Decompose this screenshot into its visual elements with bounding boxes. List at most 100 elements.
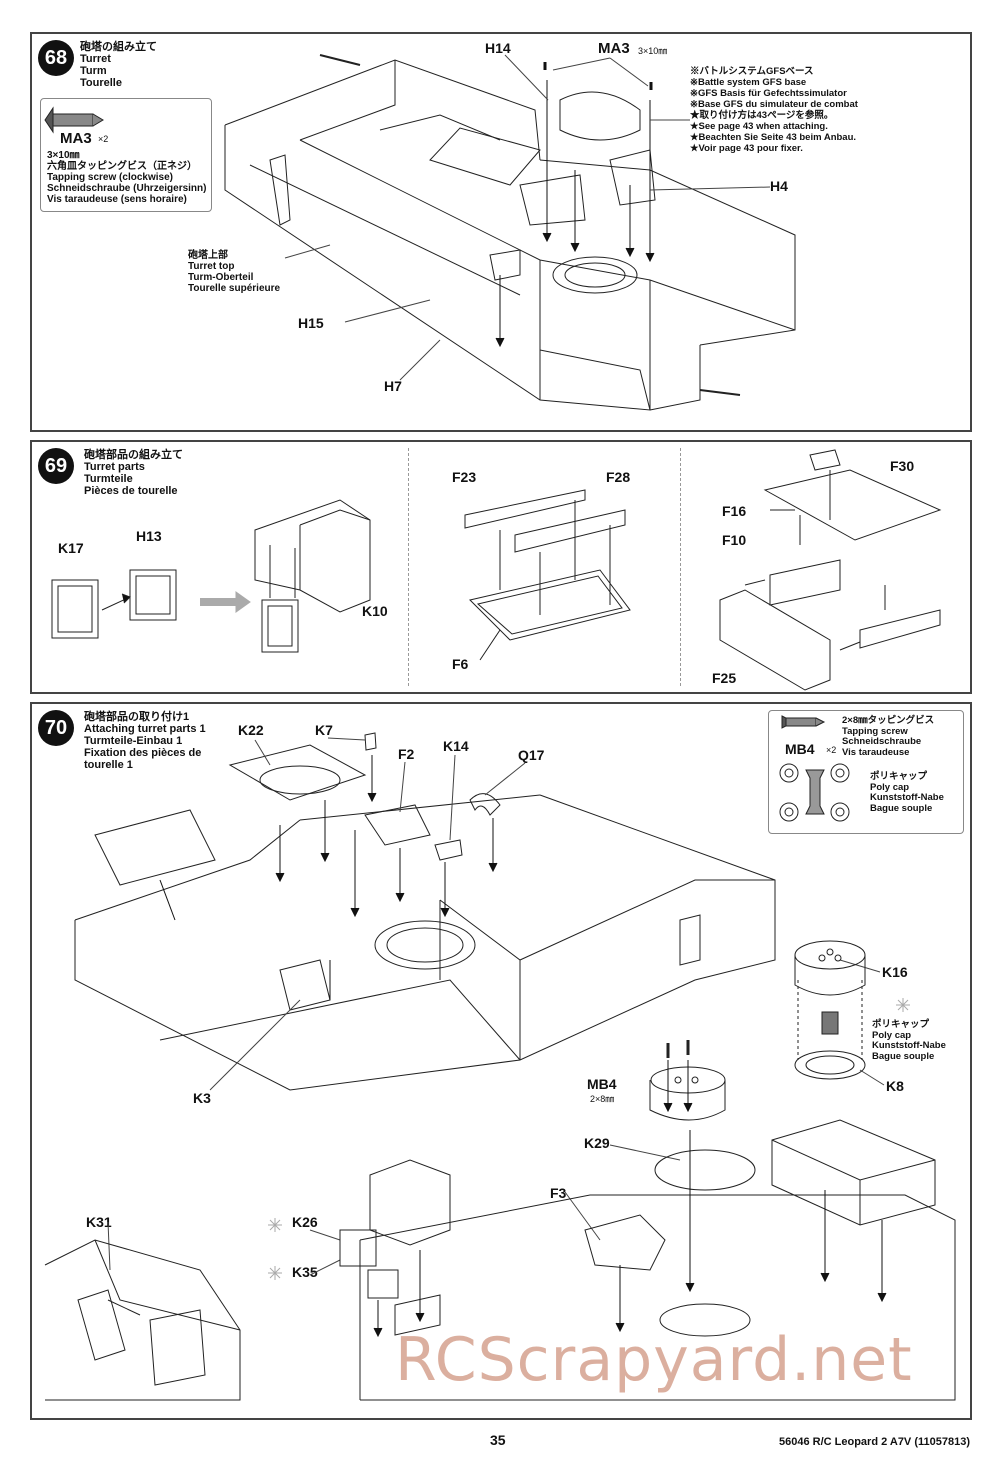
turret-top-label: 砲塔上部 Turret top Turm-Oberteil Tourelle s… bbox=[188, 250, 280, 294]
label-k31: K31 bbox=[86, 1214, 112, 1230]
turret-body-68 bbox=[224, 54, 796, 411]
label-k10: K10 bbox=[362, 603, 388, 619]
arrows-70-upper bbox=[159, 755, 498, 1000]
label-ma3-size: 3×10㎜ bbox=[638, 46, 668, 56]
legend-screw-jp: 2×8㎜タッピングビス bbox=[842, 715, 935, 726]
label-h15: H15 bbox=[298, 315, 324, 331]
title-de: Turm bbox=[80, 65, 107, 77]
label-mb4-size: 2×8㎜ bbox=[590, 1094, 615, 1104]
title-en: Turret bbox=[80, 53, 111, 65]
label-h14: H14 bbox=[485, 40, 511, 56]
label-k7: K7 bbox=[315, 722, 333, 738]
label-h13: H13 bbox=[136, 528, 162, 544]
step-70-title: 砲塔部品の取り付け1 Attaching turret parts 1 Turm… bbox=[84, 711, 206, 771]
note-0: ※バトルシステムGFSベース bbox=[690, 66, 814, 77]
title-jp: 砲塔部品の組み立て bbox=[84, 449, 183, 461]
hull-70-upper bbox=[74, 732, 776, 1091]
arrows-68 bbox=[495, 62, 655, 348]
legend-screw-text: 2×8㎜タッピングビス Tapping screw Schneidschraub… bbox=[842, 715, 935, 758]
label-k35: K35 bbox=[292, 1264, 318, 1280]
title-en: Turret parts bbox=[84, 461, 145, 473]
screw-size: 3×10㎜ bbox=[47, 150, 80, 161]
parts-69-mid bbox=[464, 489, 631, 661]
label-k8: K8 bbox=[886, 1078, 904, 1094]
title-de: Turmteile-Einbau 1 bbox=[84, 735, 183, 747]
arrows-70-lower bbox=[373, 1060, 887, 1338]
label-f16: F16 bbox=[722, 503, 747, 519]
screw-fr: Vis taraudeuse (sens horaire) bbox=[47, 194, 187, 205]
gfs-notes: ※バトルシステムGFSベース ※Battle system GFS base ※… bbox=[690, 66, 858, 154]
turret-top-fr: Tourelle supérieure bbox=[188, 283, 281, 294]
label-f30: F30 bbox=[890, 458, 915, 474]
hull-70-lower bbox=[339, 1040, 956, 1401]
label-k29: K29 bbox=[584, 1135, 610, 1151]
polycap-note: ポリキャップ Poly cap Kunststoff-Nabe Bague so… bbox=[872, 1019, 946, 1062]
label-f3: F3 bbox=[550, 1185, 567, 1201]
note-1: ※Battle system GFS base bbox=[690, 77, 807, 88]
page-number: 35 bbox=[490, 1432, 506, 1448]
label-f28: F28 bbox=[606, 469, 631, 485]
polycap-note-en: Poly cap bbox=[872, 1029, 912, 1041]
k16-k8-assembly bbox=[794, 940, 866, 1080]
legend-polycap-jp: ポリキャップ bbox=[870, 771, 928, 782]
legend-polycap-en: Poly cap bbox=[870, 781, 910, 793]
title-fr: Tourelle bbox=[80, 77, 122, 89]
label-ma3: MA3 bbox=[598, 40, 630, 57]
legend-box-70 bbox=[768, 710, 964, 834]
note-4: ★取り付け方は43ページを参照。 bbox=[690, 110, 834, 121]
label-k26: K26 bbox=[292, 1214, 318, 1230]
step-68-title: 砲塔の組み立て Turret Turm Tourelle bbox=[80, 41, 157, 89]
title-fr: Fixation des pièces de bbox=[84, 747, 202, 759]
title-jp: 砲塔の組み立て bbox=[80, 41, 157, 53]
step-69-panel bbox=[30, 440, 972, 694]
legend-polycap-text: ポリキャップ Poly cap Kunststoff-Nabe Bague so… bbox=[870, 771, 944, 814]
leader-lines-68 bbox=[284, 54, 771, 381]
note-3: ※Base GFS du simulateur de combat bbox=[690, 99, 858, 110]
title-jp: 砲塔部品の取り付け1 bbox=[84, 711, 190, 723]
polycap-note-fr: Bague souple bbox=[872, 1050, 935, 1062]
note-2: ※GFS Basis für Gefechtssimulator bbox=[690, 88, 847, 99]
title-fr2: tourelle 1 bbox=[84, 759, 133, 771]
legend-polycap-de: Kunststoff-Nabe bbox=[870, 792, 944, 803]
title-de: Turmteile bbox=[84, 473, 133, 485]
turret-top-jp: 砲塔上部 bbox=[188, 250, 228, 261]
polycap-note-de: Kunststoff-Nabe bbox=[872, 1040, 946, 1051]
note-6: ★Beachten Sie Seite 43 beim Anbau. bbox=[690, 132, 857, 143]
screw-name: MA3 bbox=[60, 130, 92, 147]
label-f23: F23 bbox=[452, 469, 477, 485]
title-fr: Pièces de tourelle bbox=[84, 485, 178, 497]
legend-polycap-fr: Bague souple bbox=[870, 802, 933, 814]
title-en: Attaching turret parts 1 bbox=[84, 723, 206, 735]
screw-de: Schneidschraube (Uhrzeigersinn) bbox=[47, 183, 207, 194]
label-f2: F2 bbox=[398, 746, 415, 762]
label-f10: F10 bbox=[722, 532, 747, 548]
mb4-screw-icon bbox=[781, 715, 826, 729]
legend-screw-en: Tapping screw bbox=[842, 725, 908, 737]
screw-en: Tapping screw (clockwise) bbox=[47, 172, 173, 183]
legend-screw-de: Schneidschraube bbox=[842, 736, 922, 747]
step-68-number: 68 bbox=[38, 40, 74, 76]
turret-top-en: Turret top bbox=[188, 261, 235, 272]
parts-69-right bbox=[719, 449, 942, 691]
legend-mb4-qty: ×2 bbox=[826, 745, 837, 755]
label-h4: H4 bbox=[770, 178, 788, 194]
leader-lines-70 bbox=[107, 737, 885, 1276]
label-k16: K16 bbox=[882, 964, 908, 980]
legend-screw-fr: Vis taraudeuse bbox=[842, 746, 910, 758]
label-k22: K22 bbox=[238, 722, 264, 738]
parts-69-left bbox=[51, 499, 371, 653]
step-69-number: 69 bbox=[38, 448, 74, 484]
k31-rear-view bbox=[44, 1239, 241, 1401]
label-k17: K17 bbox=[58, 540, 84, 556]
screw-icon bbox=[44, 106, 104, 134]
note-7: ★Voir page 43 pour fixer. bbox=[690, 143, 803, 154]
label-k3: K3 bbox=[193, 1090, 211, 1106]
screw-desc: 3×10㎜ 六角皿タッピングビス（正ネジ） Tapping screw (clo… bbox=[47, 150, 206, 205]
label-q17: Q17 bbox=[518, 747, 545, 763]
step-70-number: 70 bbox=[38, 710, 74, 746]
step-69-title: 砲塔部品の組み立て Turret parts Turmteile Pièces … bbox=[84, 449, 183, 497]
footer-code: 56046 R/C Leopard 2 A7V (11057813) bbox=[779, 1436, 970, 1448]
screw-qty: ×2 bbox=[98, 134, 109, 144]
label-f25: F25 bbox=[712, 670, 737, 686]
